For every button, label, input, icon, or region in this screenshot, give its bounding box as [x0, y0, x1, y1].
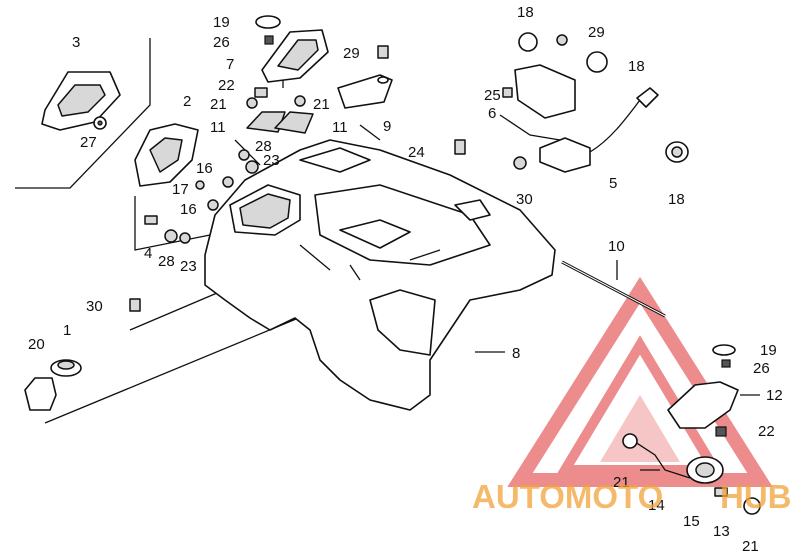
callout-14: 14 [648, 497, 665, 514]
callout-21: 21 [313, 96, 330, 113]
callout-26: 26 [213, 34, 230, 51]
fasteners [129, 34, 568, 312]
cover-part-12 [667, 344, 739, 437]
pad-part-11 [246, 111, 314, 134]
main-floor-tray [204, 139, 556, 411]
linkage-part-14 [622, 433, 761, 515]
bracket-part-6 [514, 32, 608, 119]
callout-16: 16 [180, 201, 197, 218]
callout-18: 18 [517, 4, 534, 21]
callout-9: 9 [383, 118, 391, 135]
screw-part-27 [93, 116, 107, 130]
callout-15: 15 [683, 513, 700, 530]
rod-part-10 [561, 260, 666, 318]
callout-16: 16 [196, 160, 213, 177]
callout-8: 8 [512, 345, 520, 362]
callout-labels: 3 27 2 19 26 7 22 21 21 11 11 29 9 28 23… [28, 4, 783, 555]
switch-part-5 [539, 87, 659, 173]
callout-25: 25 [484, 87, 501, 104]
callout-12: 12 [766, 387, 783, 404]
callout-28: 28 [158, 253, 175, 270]
watermark-brand-left: AUTOMOTO [472, 478, 663, 515]
callout-17: 17 [172, 181, 189, 198]
flap-part-9 [337, 74, 393, 109]
callout-23: 23 [263, 152, 280, 169]
callout-7: 7 [226, 56, 234, 73]
callout-30: 30 [86, 298, 103, 315]
grommet-part-18 [665, 141, 689, 163]
callout-18: 18 [628, 58, 645, 75]
callout-21: 21 [613, 474, 630, 491]
callout-26: 26 [753, 360, 770, 377]
callout-24: 24 [408, 144, 425, 161]
callout-27: 27 [80, 134, 97, 151]
mount-part-20 [24, 377, 57, 411]
callout-5: 5 [609, 175, 617, 192]
watermark-text: AUTOMOTO HUB [472, 478, 792, 515]
callout-19: 19 [760, 342, 777, 359]
callout-13: 13 [713, 523, 730, 540]
grommet-part-1 [50, 359, 82, 377]
callout-2: 2 [183, 93, 191, 110]
callout-29: 29 [343, 45, 360, 62]
callout-3: 3 [72, 34, 80, 51]
callout-18: 18 [668, 191, 685, 208]
cover-part-2 [134, 123, 199, 187]
callout-23: 23 [180, 258, 197, 275]
callout-22: 22 [218, 77, 235, 94]
shift-gate-plate-part-3 [41, 71, 121, 131]
callout-21: 21 [210, 96, 227, 113]
callout-6: 6 [488, 105, 496, 122]
callout-22: 22 [758, 423, 775, 440]
callout-28: 28 [255, 138, 272, 155]
clip-part-19 [255, 15, 281, 29]
callout-19: 19 [213, 14, 230, 31]
callout-21: 21 [742, 538, 759, 555]
watermark-brand-right: HUB [720, 478, 792, 515]
callout-20: 20 [28, 336, 45, 353]
callout-11: 11 [210, 119, 226, 136]
callout-29: 29 [588, 24, 605, 41]
callout-1: 1 [63, 322, 71, 339]
shift-cover-part-7 [261, 29, 329, 83]
callout-4: 4 [144, 245, 152, 262]
clip-part-26 [264, 35, 274, 45]
callout-30: 30 [516, 191, 533, 208]
callout-10: 10 [608, 238, 625, 255]
callout-11: 11 [332, 119, 348, 136]
